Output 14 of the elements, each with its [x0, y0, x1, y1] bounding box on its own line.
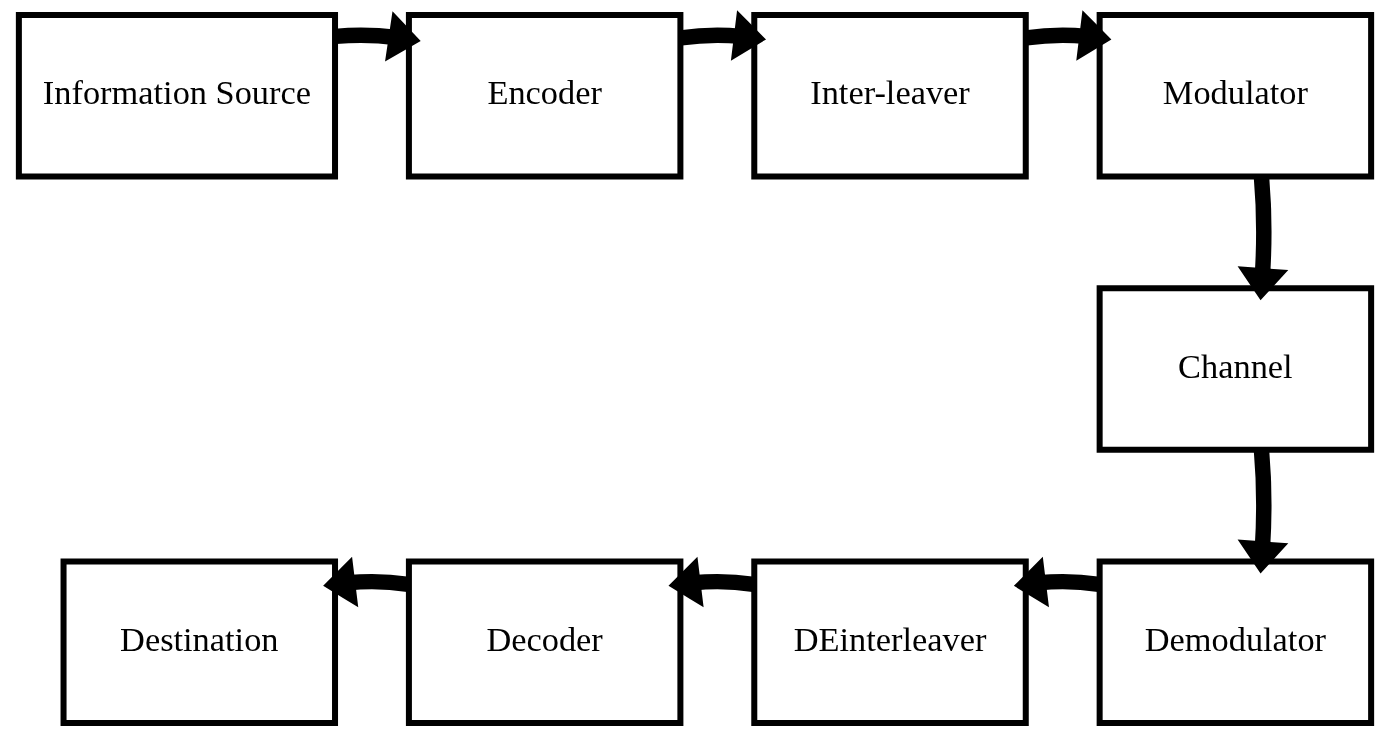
arrow [1237, 176, 1289, 301]
node-box: Modulator [1096, 12, 1375, 180]
node-box: Encoder [405, 12, 684, 180]
node-box: Information Source [15, 12, 339, 180]
arrow [668, 556, 755, 608]
node-box: Channel [1096, 285, 1375, 453]
arrow [335, 11, 421, 62]
arrow [1237, 449, 1289, 574]
arrow [1025, 10, 1112, 61]
node-box: Destination [60, 558, 339, 726]
node-box: Decoder [405, 558, 684, 726]
node-box: Demodulator [1096, 558, 1375, 726]
node-box: DEinterleaver [751, 558, 1029, 726]
node-box: Inter-leaver [751, 12, 1029, 180]
